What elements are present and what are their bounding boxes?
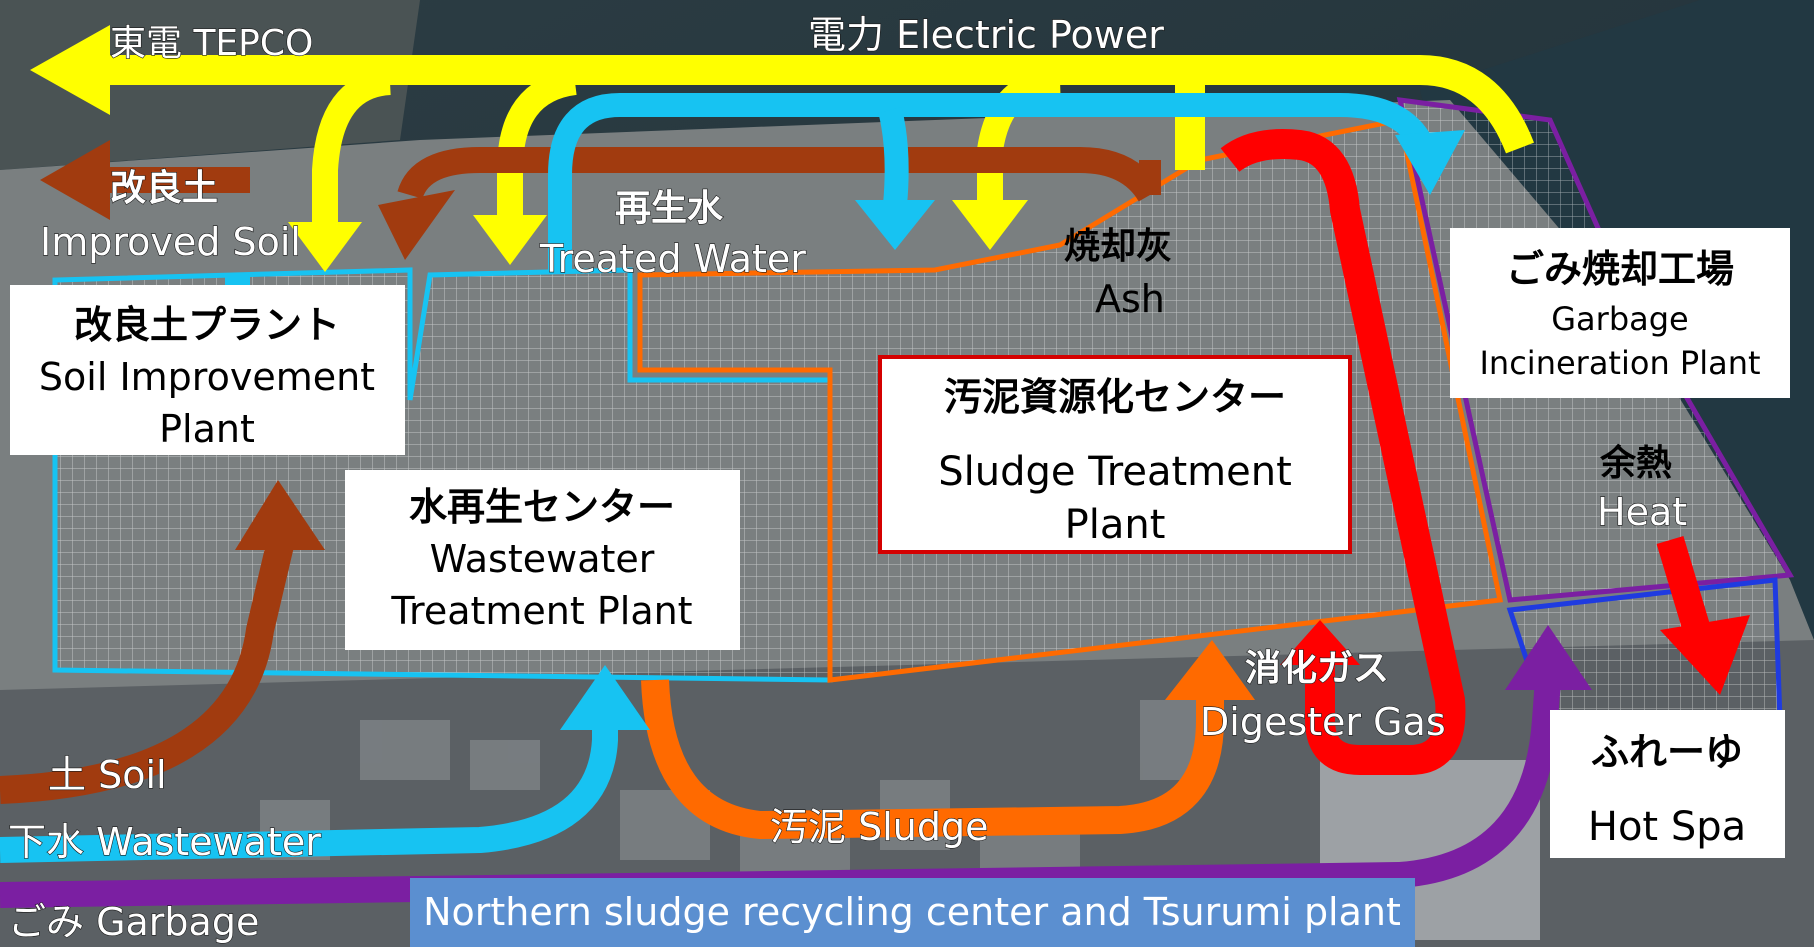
soil-plant-en-line1: Soil Improvement xyxy=(39,355,375,399)
digester-gas-flow xyxy=(1220,129,1466,775)
ash-en-label: Ash xyxy=(1095,277,1165,321)
wastewater-label: 下水 Wastewater xyxy=(8,820,321,864)
electric-power-label: 電力 Electric Power xyxy=(808,13,1164,57)
soil-plant-box: 改良土プラント Soil Improvement Plant xyxy=(10,285,405,455)
heat-flow xyxy=(1656,535,1750,695)
treated-water-flow xyxy=(225,93,1465,287)
garbage-flow xyxy=(0,625,1592,908)
wastewater-plant-jp: 水再生センター xyxy=(409,485,675,529)
ash-jp-label: 焼却灰 xyxy=(1064,226,1172,267)
garbage-plant-en-line1: Garbage xyxy=(1551,300,1688,338)
sludge-label: 汚泥 Sludge xyxy=(770,805,988,849)
tepco-label: 東電 TEPCO xyxy=(110,23,313,64)
hot-spa-box: ふれーゆ Hot Spa xyxy=(1550,710,1785,858)
garbage-plant-box: ごみ焼却工場 Garbage Incineration Plant xyxy=(1450,228,1790,398)
wastewater-plant-en-line1: Wastewater xyxy=(430,537,655,581)
wastewater-plant-box: 水再生センター Wastewater Treatment Plant xyxy=(345,470,740,650)
hot-spa-jp: ふれーゆ xyxy=(1591,730,1743,774)
sludge-plant-jp: 汚泥資源化センター xyxy=(944,375,1286,419)
sludge-plant-en-line2: Plant xyxy=(1065,502,1166,548)
soil-label: 土 Soil xyxy=(48,753,167,797)
improved-soil-jp-label: 改良土 xyxy=(110,168,218,209)
treated-water-jp-label: 再生水 xyxy=(615,188,724,229)
heat-jp-label: 余熱 xyxy=(1599,442,1672,484)
garbage-label: ごみ Garbage xyxy=(8,900,259,944)
hot-spa-en: Hot Spa xyxy=(1588,804,1746,850)
digester-gas-jp-label: 消化ガス xyxy=(1245,648,1389,689)
wastewater-flow xyxy=(0,665,650,863)
garbage-plant-en-line2: Incineration Plant xyxy=(1479,344,1760,382)
digester-gas-en-label: Digester Gas xyxy=(1200,700,1446,744)
caption-bar: Northern sludge recycling center and Tsu… xyxy=(410,878,1415,947)
soil-plant-en-line2: Plant xyxy=(159,407,255,451)
garbage-plant-jp: ごみ焼却工場 xyxy=(1506,247,1734,291)
wastewater-plant-en-line2: Treatment Plant xyxy=(390,589,692,633)
improved-soil-en-label: Improved Soil xyxy=(40,220,301,264)
caption-text: Northern sludge recycling center and Tsu… xyxy=(423,890,1401,934)
improved-soil-flow xyxy=(0,140,1162,804)
electric-power-arrowhead-west xyxy=(30,25,110,115)
soil-plant-jp: 改良土プラント xyxy=(74,303,340,347)
sludge-flow xyxy=(641,640,1255,840)
sludge-plant-en-line1: Sludge Treatment xyxy=(938,449,1292,495)
heat-en-label: Heat xyxy=(1597,490,1687,534)
sludge-plant-box: 汚泥資源化センター Sludge Treatment Plant xyxy=(878,355,1352,554)
treated-water-en-label: Treated Water xyxy=(539,237,806,281)
